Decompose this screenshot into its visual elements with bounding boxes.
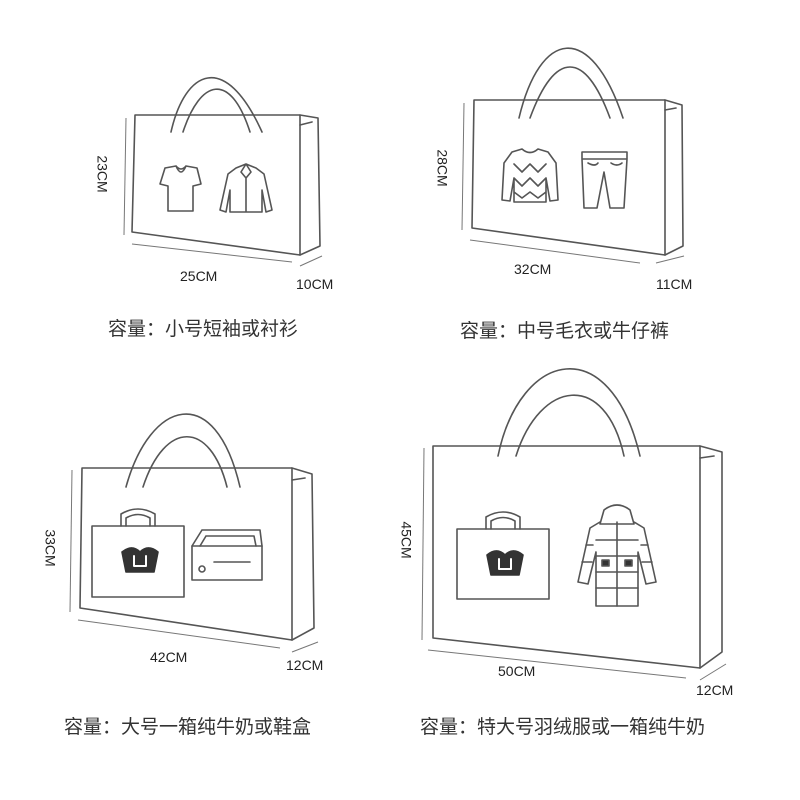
- bag-medium-height-label: 28CM: [434, 149, 451, 187]
- bag-small: [131, 76, 321, 256]
- bag-medium-height-line: [461, 102, 465, 231]
- shoebox-icon: [191, 529, 263, 581]
- bag-large-front: [79, 467, 293, 641]
- bag-small-capacity: 容量：小号短袖或衬衫: [108, 318, 299, 340]
- bag-extra-large-width-line: [427, 649, 687, 679]
- bag-large: [79, 413, 315, 641]
- bag-small-side: [299, 114, 321, 256]
- bag-extra-large-side: [699, 445, 723, 669]
- bag-extra-large-depth-label: 12CM: [696, 682, 734, 698]
- bag-large-handle: [125, 413, 241, 488]
- bag-large-width-label: 42CM: [150, 649, 188, 665]
- bag-large-side: [291, 467, 315, 641]
- jeans-icon: [581, 151, 628, 209]
- bag-extra-large-depth-line: [699, 663, 727, 681]
- bag-large-capacity: 容量：大号一箱纯牛奶或鞋盒: [64, 716, 312, 738]
- bag-extra-large: [432, 368, 723, 669]
- bag-large-height-label: 33CM: [42, 529, 59, 567]
- bag-large-height-line: [69, 469, 73, 613]
- bag-small-height-line: [123, 117, 127, 236]
- bag-extra-large-handle: [497, 368, 641, 457]
- bag-medium-width-line: [469, 239, 641, 264]
- bag-small-depth-line: [299, 255, 323, 267]
- milk-box-icon: [91, 508, 185, 598]
- bag-large-depth-label: 12CM: [286, 657, 324, 673]
- down-jacket-icon: [577, 504, 657, 607]
- bag-medium-handle: [518, 47, 624, 119]
- bag-extra-large-width-label: 50CM: [498, 663, 536, 679]
- bag-extra-large-height-label: 45CM: [398, 521, 415, 559]
- bag-small-depth-label: 10CM: [296, 276, 334, 292]
- bag-medium-side: [664, 99, 684, 256]
- tshirt-icon: [159, 165, 202, 212]
- bag-medium-capacity: 容量：中号毛衣或牛仔裤: [460, 320, 670, 342]
- bag-small-width-label: 25CM: [180, 268, 218, 284]
- milk-box-icon: [456, 511, 550, 600]
- sweater-icon: [501, 148, 559, 203]
- bag-extra-large-height-line: [421, 447, 425, 641]
- bag-small-handle: [170, 76, 263, 133]
- bag-medium-width-label: 32CM: [514, 261, 552, 277]
- bag-extra-large-front: [432, 445, 701, 669]
- shirt-icon: [219, 163, 273, 213]
- bag-small-width-line: [131, 243, 293, 263]
- bag-small-height-label: 23CM: [94, 155, 111, 193]
- bag-medium-depth-label: 11CM: [656, 276, 693, 292]
- bag-medium: [471, 47, 684, 256]
- bag-large-width-line: [77, 619, 281, 649]
- bag-large-depth-line: [291, 641, 319, 653]
- bag-extra-large-capacity: 容量：特大号羽绒服或一箱纯牛奶: [420, 716, 706, 738]
- bag-medium-depth-line: [655, 255, 685, 264]
- bag-medium-front: [471, 99, 666, 256]
- bag-small-front: [131, 114, 301, 256]
